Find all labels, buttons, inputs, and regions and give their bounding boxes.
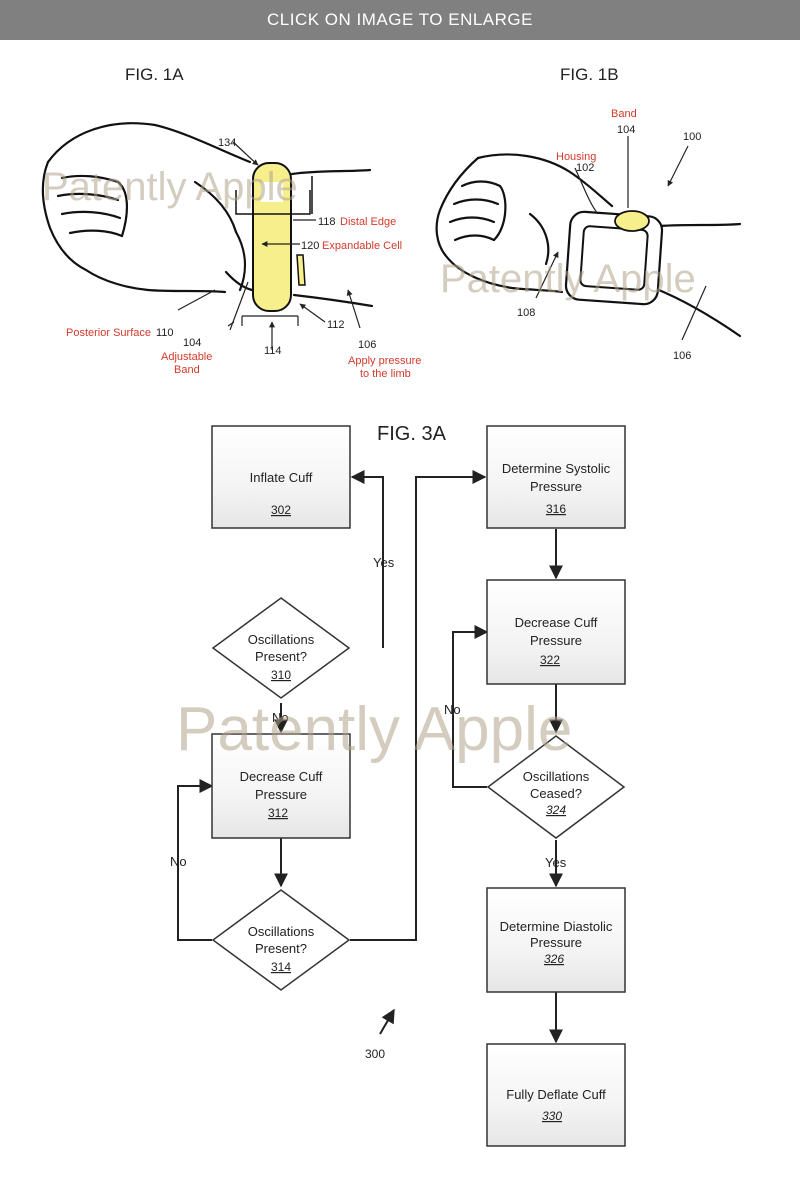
edge-label-yes-310: Yes xyxy=(373,555,395,570)
step-316-determine-systolic: Determine Systolic Pressure 316 xyxy=(486,425,626,529)
fig-1a-label-apply-pressure: Apply pressure xyxy=(348,355,421,367)
fig-1a-label-to-the-limb: to the limb xyxy=(360,368,411,380)
fig-1a-ref-114: 114 xyxy=(264,345,282,357)
step-314-oscillations-present: Oscillations Present? 314 xyxy=(211,889,351,991)
fig-1b: FIG. 1B Band 104 100 Hou xyxy=(435,65,742,362)
step-322-label-line1: Decrease Cuff xyxy=(515,615,598,630)
enlarge-banner-label: CLICK ON IMAGE TO ENLARGE xyxy=(267,10,533,29)
fig-1b-label-band: Band xyxy=(611,108,637,120)
fig-1b-ref-106: 106 xyxy=(673,350,691,362)
fig-1a-ref-120: 120 xyxy=(301,240,319,252)
step-326-label-line1: Determine Diastolic xyxy=(500,919,613,934)
step-310-ref: 310 xyxy=(271,668,291,682)
step-316-label-line2: Pressure xyxy=(530,479,582,494)
fig-1b-watch xyxy=(564,210,664,306)
watermark-fig-1a: Patently Apple xyxy=(42,165,298,209)
step-316-label-line1: Determine Systolic xyxy=(502,461,611,476)
edge-label-yes-324: Yes xyxy=(545,855,567,870)
fig-1a-label-adjustable: Adjustable xyxy=(161,351,212,363)
fig-1a-ref-112: 112 xyxy=(327,319,345,331)
step-314-label-line2: Present? xyxy=(255,941,307,956)
fig-1a-ref-134: 134 xyxy=(218,137,236,149)
fig-3a: FIG. 3A Inflate Cuff 302 Determine Systo… xyxy=(170,423,626,1147)
step-302-label: Inflate Cuff xyxy=(250,470,313,485)
step-324-label-line1: Oscillations xyxy=(523,769,590,784)
fig-1a-label-band: Band xyxy=(174,364,200,376)
step-326-determine-diastolic: Determine Diastolic Pressure 326 xyxy=(486,887,626,993)
step-330-label: Fully Deflate Cuff xyxy=(506,1087,606,1102)
step-330-fully-deflate-cuff: Fully Deflate Cuff 330 xyxy=(486,1043,626,1147)
fig-1b-hand-drawing xyxy=(435,153,742,338)
edge-label-no-324: No xyxy=(444,702,461,717)
fig-1a-label-expandable-cell: Expandable Cell xyxy=(322,240,402,252)
fig-1a-ref-106: 106 xyxy=(358,339,376,351)
step-302-ref: 302 xyxy=(271,503,291,517)
step-312-ref: 312 xyxy=(268,806,288,820)
watermarks: Patently Apple Patently Apple Patently A… xyxy=(42,165,696,764)
step-310-label-line2: Present? xyxy=(255,649,307,664)
fig-1b-ref-108: 108 xyxy=(517,307,535,319)
fig-1a-label-distal-edge: Distal Edge xyxy=(340,216,396,228)
step-310-label-line1: Oscillations xyxy=(248,632,315,647)
step-330-ref: 330 xyxy=(542,1109,562,1123)
step-312-decrease-cuff: Decrease Cuff Pressure 312 xyxy=(211,733,351,839)
edge-label-no-314: No xyxy=(170,854,187,869)
fig-1a-ref-104: 104 xyxy=(183,337,201,349)
enlarge-banner[interactable]: CLICK ON IMAGE TO ENLARGE xyxy=(0,0,800,40)
fig-1a-title: FIG. 1A xyxy=(125,65,184,84)
step-310-oscillations-present: Oscillations Present? 310 xyxy=(211,597,351,699)
step-312-label-line1: Decrease Cuff xyxy=(240,769,323,784)
flow-connectors xyxy=(177,470,563,1044)
step-326-ref: 326 xyxy=(544,952,564,966)
step-322-label-line2: Pressure xyxy=(530,633,582,648)
edge-label-no-310: No xyxy=(272,710,289,725)
watermark-fig-3a: Patently Apple xyxy=(176,695,572,764)
fig-1a: FIG. 1A xyxy=(41,65,421,380)
watermark-fig-1b: Patently Apple xyxy=(440,257,696,301)
step-312-label-line2: Pressure xyxy=(255,787,307,802)
fig-1b-title: FIG. 1B xyxy=(560,65,619,84)
step-302-inflate-cuff: Inflate Cuff 302 xyxy=(211,425,351,529)
fig-1b-ref-100: 100 xyxy=(683,131,701,143)
fig-3a-ref-300: 300 xyxy=(365,1047,385,1061)
step-322-ref: 322 xyxy=(540,653,560,667)
step-322-decrease-cuff: Decrease Cuff Pressure 322 xyxy=(486,579,626,685)
patent-figure-image[interactable]: FIG. 1A xyxy=(0,40,800,1178)
fig-1b-label-housing: Housing xyxy=(556,151,596,163)
fig-1a-label-posterior-surface: Posterior Surface xyxy=(66,327,151,339)
fig-1a-hand-drawing xyxy=(41,122,374,308)
fig-1b-ref-102: 102 xyxy=(576,162,594,174)
fig-1a-ref-118: 118 xyxy=(318,216,336,228)
step-316-ref: 316 xyxy=(546,502,566,516)
step-314-label-line1: Oscillations xyxy=(248,924,315,939)
fig-3a-title: FIG. 3A xyxy=(377,423,447,445)
step-324-label-line2: Ceased? xyxy=(530,786,582,801)
step-326-label-line2: Pressure xyxy=(530,935,582,950)
step-324-oscillations-ceased: Oscillations Ceased? 324 xyxy=(486,735,626,839)
step-324-ref: 324 xyxy=(546,803,566,817)
step-314-ref: 314 xyxy=(271,960,291,974)
fig-1a-ref-110: 110 xyxy=(156,327,174,339)
fig-1b-ref-104: 104 xyxy=(617,124,635,136)
